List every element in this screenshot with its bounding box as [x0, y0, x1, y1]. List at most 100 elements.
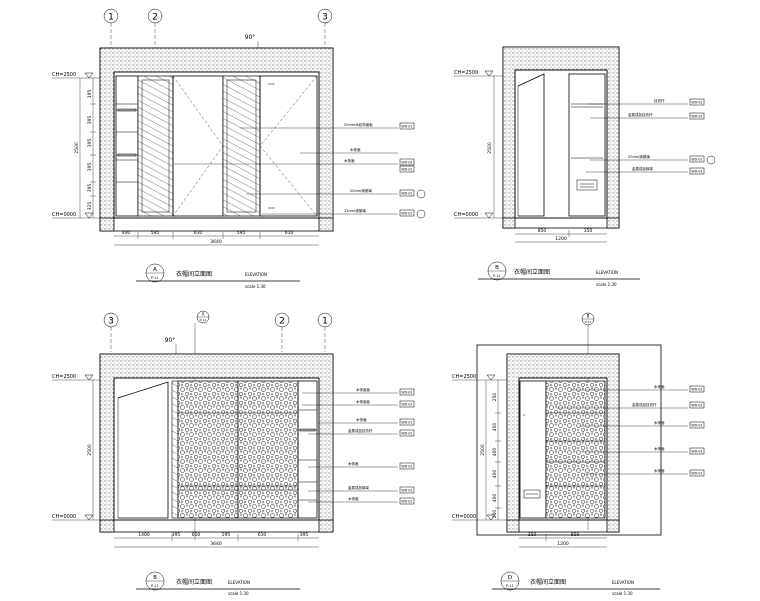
level-marker: CH=0000: [454, 212, 503, 219]
grid-label: 3: [322, 13, 328, 23]
elevation-view-b-upper: CH=2500 CH=0000 2500 850 350 1200 挂衣杆 WD…: [454, 46, 716, 287]
angle-mark: 90°: [245, 34, 256, 41]
svg-text:WD-01: WD-01: [691, 472, 702, 476]
svg-text:CH=2500: CH=2500: [454, 70, 478, 76]
svg-text:木饰面: 木饰面: [654, 420, 665, 425]
svg-text:WD-01: WD-01: [401, 168, 412, 172]
svg-text:CH=0000: CH=0000: [52, 212, 76, 218]
svg-text:CH=2500: CH=2500: [452, 374, 476, 380]
svg-text:ELEVATION: ELEVATION: [612, 580, 634, 585]
svg-text:WD-01: WD-01: [401, 421, 412, 425]
svg-text:衣帽间立面图: 衣帽间立面图: [176, 578, 212, 586]
svg-text:木饰面板: 木饰面板: [356, 387, 370, 392]
hinged-door: [172, 75, 224, 217]
grid-label: 1: [108, 13, 114, 23]
svg-text:P-11: P-11: [200, 318, 207, 322]
svg-text:395: 395: [87, 184, 93, 193]
svg-text:400: 400: [122, 230, 131, 236]
grid-label: 2: [152, 13, 158, 23]
svg-text:WD-01: WD-01: [691, 388, 702, 392]
patterned-cabinet: [545, 380, 606, 519]
svg-text:2500: 2500: [74, 142, 80, 154]
svg-text:WD-01: WD-01: [401, 465, 412, 469]
svg-text:WD-01: WD-01: [401, 161, 412, 165]
svg-text:395: 395: [87, 139, 93, 148]
grid-axis-1: 1: [103, 8, 119, 48]
svg-text:2500: 2500: [480, 444, 486, 456]
svg-text:WD-01: WD-01: [691, 101, 702, 105]
level-marker: CH=2500: [454, 70, 503, 77]
svg-text:WD-01: WD-01: [401, 432, 412, 436]
svg-text:CH=0000: CH=0000: [52, 514, 76, 520]
svg-text:木饰面: 木饰面: [348, 461, 359, 466]
height-dimension-chain: 250 400 400 400 400 250 2500: [480, 380, 501, 520]
svg-text:B: B: [153, 575, 157, 581]
svg-text:scale 1:30: scale 1:30: [245, 284, 266, 289]
svg-text:400: 400: [492, 448, 498, 457]
svg-text:WD-01: WD-01: [691, 158, 702, 162]
svg-text:12mm清玻璃: 12mm清玻璃: [344, 208, 366, 213]
svg-text:20mm清玻璃: 20mm清玻璃: [628, 154, 650, 159]
hinged-door: [519, 380, 547, 519]
svg-text:木饰面: 木饰面: [348, 496, 359, 501]
svg-text:3640: 3640: [210, 541, 222, 547]
width-dimension-chain: 400 595 610 595 610 3640: [114, 230, 319, 246]
svg-text:木饰面: 木饰面: [344, 158, 355, 163]
svg-text:木饰面: 木饰面: [356, 417, 367, 422]
svg-text:395: 395: [87, 116, 93, 125]
svg-text:195: 195: [87, 90, 93, 99]
grid-axis-3: 3: [317, 8, 333, 48]
svg-text:2: 2: [279, 317, 285, 327]
svg-text:木饰面: 木饰面: [654, 384, 665, 389]
svg-text:325: 325: [87, 202, 93, 211]
cabinet-side: [171, 380, 179, 519]
svg-text:395: 395: [87, 163, 93, 172]
hinged-door: [517, 73, 545, 217]
svg-text:350: 350: [528, 532, 537, 538]
height-dimension-chain: 2500: [487, 76, 495, 218]
svg-text:WD-01: WD-01: [401, 212, 412, 216]
shelf-unit: [115, 75, 139, 217]
svg-text:610: 610: [285, 230, 294, 236]
svg-text:WD-01: WD-01: [401, 500, 412, 504]
svg-text:395: 395: [172, 532, 181, 538]
svg-text:金属成品裤架: 金属成品裤架: [348, 485, 369, 490]
svg-text:P-11: P-11: [151, 276, 159, 280]
hinged-door: [117, 381, 169, 519]
svg-text:WD-01: WD-01: [691, 170, 702, 174]
svg-text:scale 1:30: scale 1:30: [612, 591, 633, 596]
svg-text:595: 595: [222, 532, 231, 538]
wardrobe-bay: [568, 73, 606, 217]
patterned-sliding-doors: [177, 380, 299, 519]
svg-text:WD-01: WD-01: [401, 391, 412, 395]
hinged-door: [259, 75, 318, 217]
width-dimension-chain: 850 350 1200: [515, 228, 607, 243]
svg-text:CH=2500: CH=2500: [52, 72, 76, 78]
svg-text:挂衣杆: 挂衣杆: [654, 98, 665, 103]
material-callouts: 木饰面板 WD-01 木饰面板 WD-01 木饰面 WD-01 金属成品挂衣杆 …: [302, 387, 415, 505]
grid-axis-2: 2: [274, 312, 290, 352]
svg-text:2500: 2500: [487, 142, 493, 154]
svg-text:1: 1: [322, 317, 328, 327]
svg-text:WD-01: WD-01: [401, 403, 412, 407]
grid-axis-3: 3: [103, 312, 119, 352]
svg-text:WD-01: WD-01: [401, 489, 412, 493]
svg-text:WD-01: WD-01: [401, 192, 412, 196]
level-marker: CH=0000: [52, 212, 100, 219]
glass-door-panel: [137, 75, 174, 217]
view-title-block: A P-11 衣帽间立面图 ELEVATION scale 1:30: [136, 263, 300, 289]
svg-text:3: 3: [108, 317, 114, 327]
svg-text:CH=0000: CH=0000: [454, 212, 478, 218]
svg-text:金属成品挂衣杆: 金属成品挂衣杆: [632, 402, 657, 407]
svg-text:B: B: [587, 314, 590, 319]
svg-text:B: B: [495, 265, 499, 271]
svg-text:木饰面: 木饰面: [654, 468, 665, 473]
svg-text:ELEVATION: ELEVATION: [245, 272, 267, 277]
svg-text:350: 350: [584, 228, 593, 234]
elevation-view-d: B P-11 CH=2500 CH=0000: [452, 312, 705, 596]
svg-text:610: 610: [192, 532, 201, 538]
svg-text:金属成品挂衣杆: 金属成品挂衣杆: [348, 428, 373, 433]
svg-text:scale 1:30: scale 1:30: [228, 591, 249, 596]
svg-text:1200: 1200: [557, 541, 569, 547]
view-title-block: B P-11 衣帽间立面图 ELEVATION scale 1:30: [136, 571, 300, 596]
